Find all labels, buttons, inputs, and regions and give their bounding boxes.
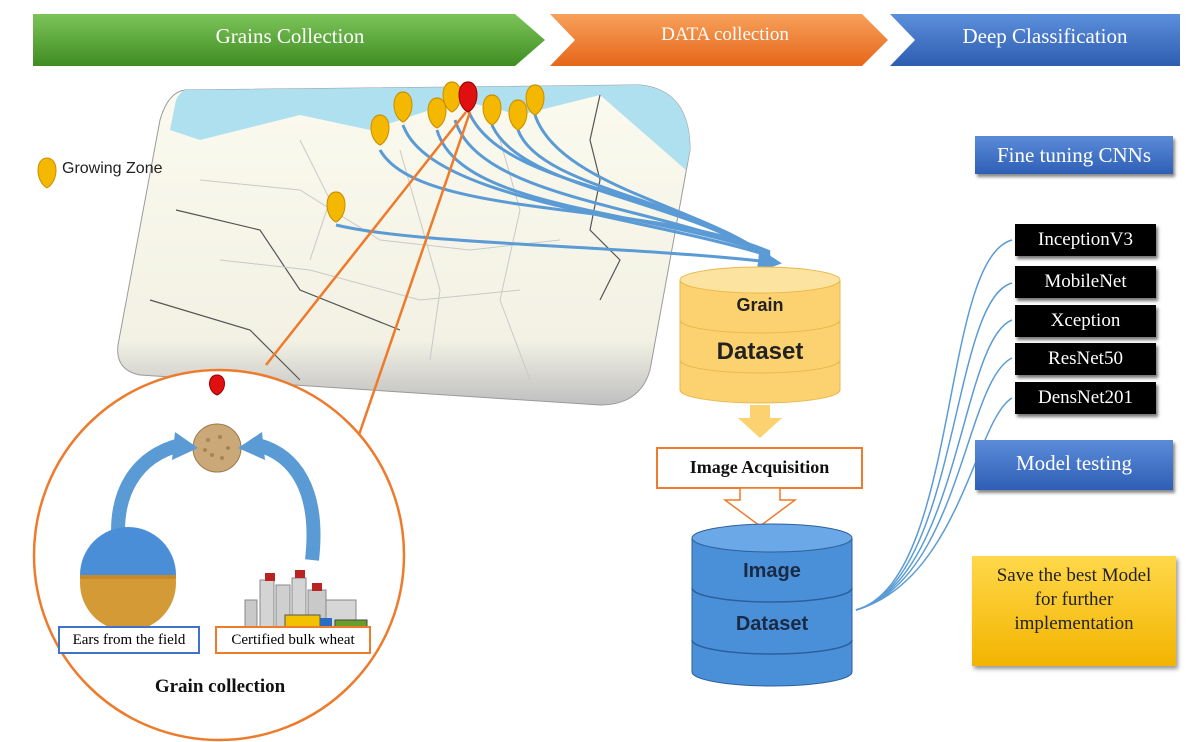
pin-icon bbox=[525, 84, 545, 116]
image-dataset-label-1: Image bbox=[743, 560, 801, 582]
fine-tuning-box: Fine tuning CNNs bbox=[975, 136, 1173, 174]
down-arrow-yellow bbox=[738, 405, 782, 438]
curved-arrow-right bbox=[255, 438, 321, 561]
stage-label-grains: Grains Collection bbox=[215, 24, 365, 48]
field-caption: Ears from the field bbox=[58, 626, 200, 654]
save-best-model-box: Save the best Model for further implemen… bbox=[972, 556, 1176, 666]
stage-arrow-data bbox=[550, 14, 888, 66]
growing-zone-pins bbox=[326, 81, 545, 223]
sea-area bbox=[170, 85, 690, 170]
grain-collection-caption: Grain collection bbox=[154, 676, 286, 697]
process-banner bbox=[33, 14, 1180, 66]
pin-icon bbox=[326, 191, 346, 223]
grain-sample-icon bbox=[192, 423, 242, 473]
model-resnet50: ResNet50 bbox=[1015, 343, 1156, 375]
bulk-caption: Certified bulk wheat bbox=[215, 626, 371, 654]
model-fan-arrows bbox=[855, 239, 1013, 611]
growing-zone-legend-pin-icon bbox=[37, 157, 57, 189]
model-densnet201: DensNet201 bbox=[1015, 382, 1156, 414]
zoom-lines bbox=[265, 111, 472, 491]
model-testing-box: Model testing bbox=[975, 440, 1173, 490]
pin-icon bbox=[508, 99, 528, 131]
pin-icon bbox=[393, 91, 413, 123]
stage-arrow-grains bbox=[33, 14, 545, 66]
model-xception: Xception bbox=[1015, 305, 1156, 337]
image-dataset-cylinder bbox=[691, 523, 853, 687]
stage-arrow-deep bbox=[890, 14, 1180, 66]
down-arrow-outline bbox=[722, 487, 798, 527]
pin-icon bbox=[442, 81, 462, 113]
image-acquisition-box bbox=[656, 447, 863, 489]
model-inceptionv3: InceptionV3 bbox=[1015, 224, 1156, 256]
model-mobilenet: MobileNet bbox=[1015, 266, 1156, 298]
pin-icon bbox=[482, 94, 502, 126]
image-dataset-label-2: Dataset bbox=[735, 613, 809, 635]
grain-dataset-cylinder bbox=[679, 266, 841, 404]
red-pin-icon bbox=[209, 374, 225, 396]
growing-zone-legend-label: Growing Zone bbox=[62, 160, 163, 177]
pin-icon bbox=[370, 114, 390, 146]
grain-dataset-label-1: Grain bbox=[736, 295, 784, 315]
red-pin-icon bbox=[458, 81, 478, 113]
pin-icon bbox=[427, 97, 447, 129]
stage-label-data: DATA collection bbox=[661, 24, 789, 45]
image-acquisition-label: Image Acquisition bbox=[689, 457, 830, 477]
stage-label-deep: Deep Classification bbox=[962, 24, 1128, 48]
grain-dataset-label-2: Dataset bbox=[716, 338, 804, 365]
algeria-map bbox=[117, 84, 691, 406]
